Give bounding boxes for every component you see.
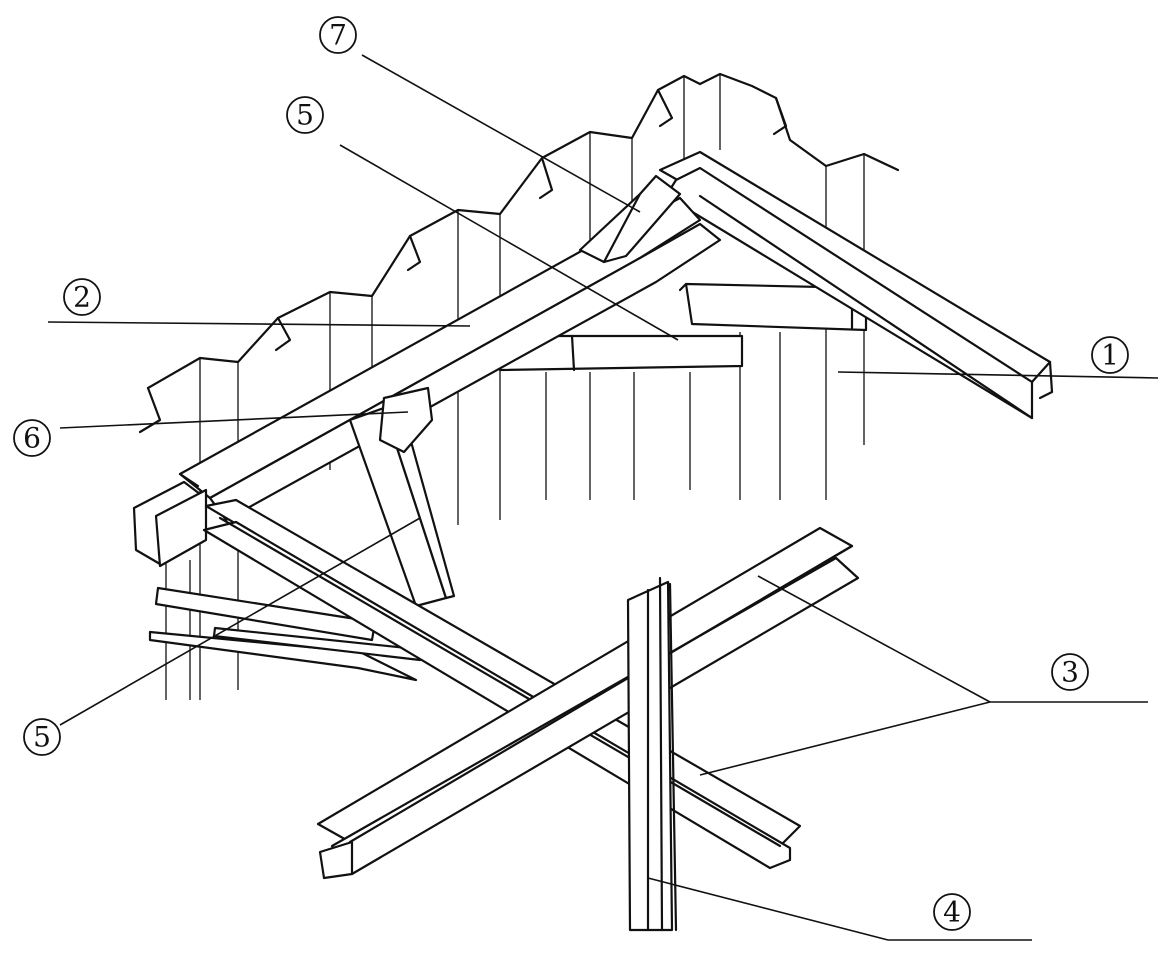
svg-text:2: 2 [73, 281, 91, 314]
svg-text:5: 5 [33, 721, 51, 754]
lower-beam [202, 498, 802, 870]
diagonal-brace [348, 386, 456, 608]
ridge-box-connectors [494, 282, 868, 372]
steel-column [626, 576, 678, 932]
svg-text:4: 4 [943, 896, 961, 929]
svg-text:7: 7 [329, 19, 347, 52]
callout-2: 2 [63, 278, 101, 316]
callout-1: 1 [1091, 336, 1129, 374]
svg-text:3: 3 [1061, 656, 1079, 689]
lower-left-purlins [148, 586, 447, 682]
callout-3: 3 [1051, 653, 1089, 691]
callout-5-lower: 5 [23, 718, 61, 756]
leader-lines [47, 54, 1159, 941]
eave-cap [132, 480, 208, 568]
callout-5-upper: 5 [286, 96, 324, 134]
callout-6: 6 [13, 419, 51, 457]
callout-7: 7 [319, 16, 357, 54]
svg-text:6: 6 [23, 422, 41, 455]
svg-text:5: 5 [296, 99, 314, 132]
callout-4: 4 [933, 893, 971, 931]
svg-text:1: 1 [1101, 339, 1119, 372]
ridge-brace [578, 174, 682, 264]
